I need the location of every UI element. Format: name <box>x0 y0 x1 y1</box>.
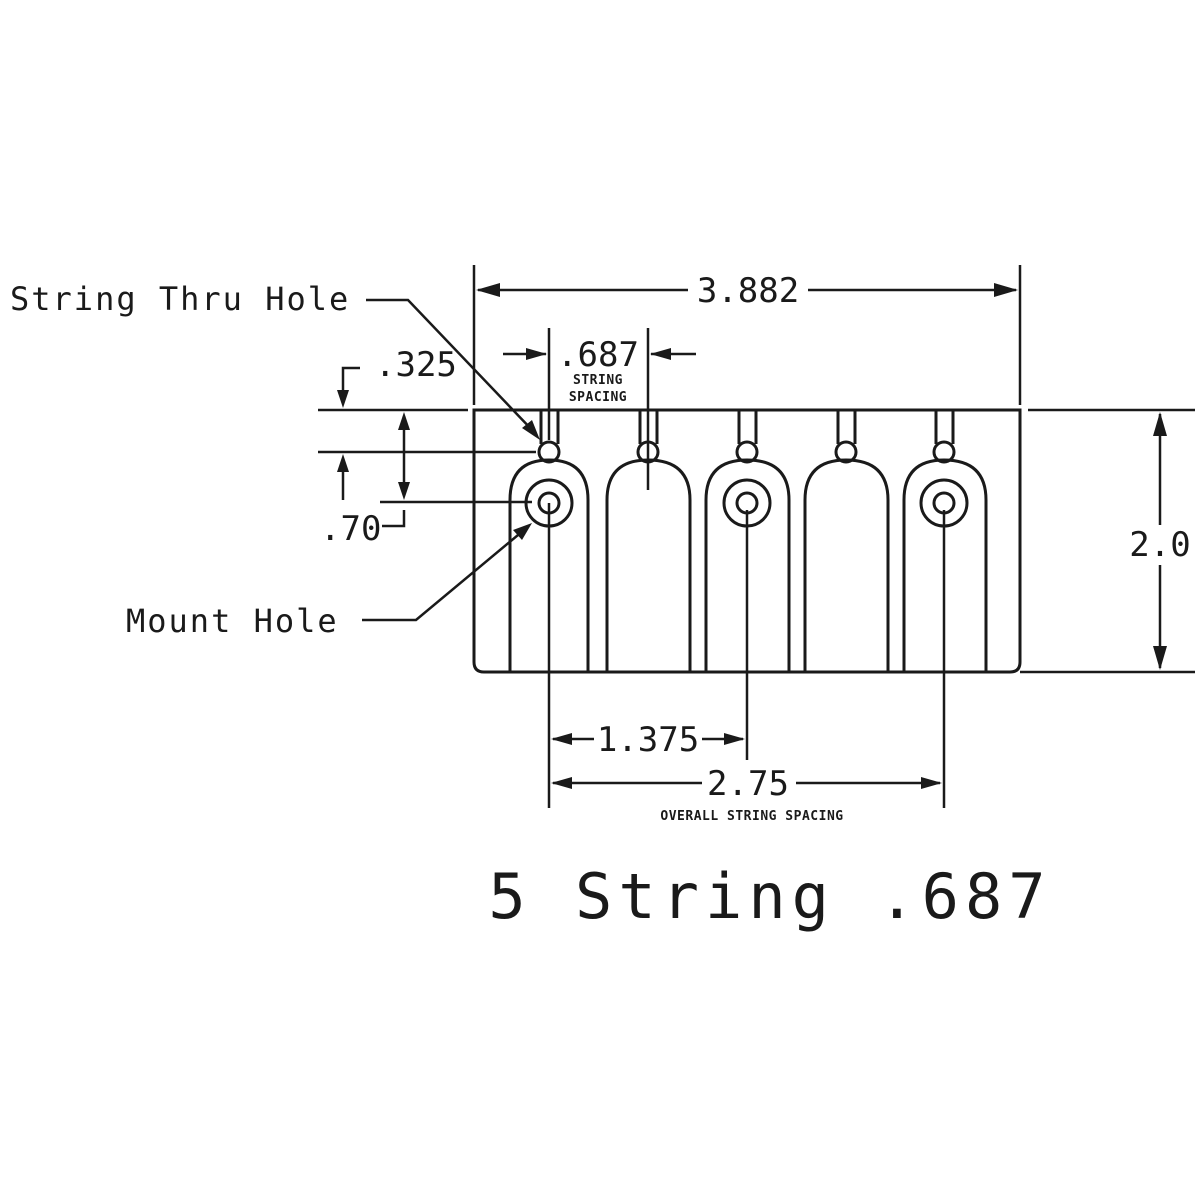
arrow-right-icon <box>994 283 1018 297</box>
dim-mount-hole-offset: .70 <box>320 412 410 549</box>
string-thru-hole-3 <box>735 440 759 464</box>
saddle-slot-4 <box>803 458 890 672</box>
mount-hole-offset-value: .70 <box>320 509 381 549</box>
string-spacing-value: .687 <box>557 335 639 375</box>
bridge-plate-outline <box>472 408 1022 674</box>
arrow-left-icon <box>476 283 500 297</box>
string-thru-hole-4 <box>834 440 858 464</box>
mount-hole-label: Mount Hole <box>126 602 339 640</box>
string-thru-hole-5 <box>932 440 956 464</box>
arrow-icon <box>513 523 532 540</box>
arrow-up-icon <box>1153 412 1167 436</box>
arrow-left-icon <box>551 777 572 789</box>
arrow-icon <box>522 420 540 440</box>
string-thru-hole-1 <box>537 440 561 464</box>
arrow-up-icon <box>398 412 410 430</box>
arrow-right-icon <box>724 733 745 745</box>
thru-slot-5 <box>934 410 955 444</box>
saddle-slot-3 <box>704 458 791 672</box>
thru-slot-3 <box>737 410 758 444</box>
height-value: 2.0 <box>1129 525 1190 565</box>
thru-slot-1 <box>539 410 560 444</box>
arrow-down-icon <box>1153 646 1167 670</box>
arrow-left-icon <box>650 348 671 360</box>
string-spacing-caption-2: SPACING <box>569 390 627 405</box>
leader-string-thru-hole <box>366 298 540 440</box>
arrow-right-icon <box>921 777 942 789</box>
dim-height: 2.0 <box>1129 412 1191 670</box>
drawing-title: 5 String .687 <box>488 860 1051 933</box>
thru-slot-4 <box>836 410 857 444</box>
overall-string-spacing-value: 2.75 <box>707 764 789 804</box>
arrow-down-icon <box>337 390 349 408</box>
mount-spacing-value: 1.375 <box>597 720 699 760</box>
arrow-down-icon <box>398 482 410 500</box>
overall-string-spacing-caption: OVERALL STRING SPACING <box>660 809 843 824</box>
leader-mount-hole <box>362 523 532 622</box>
saddle-slot-1 <box>508 458 590 672</box>
arrow-right-icon <box>526 348 547 360</box>
thru-slot-2 <box>638 410 659 444</box>
dim-string-spacing: .687 STRING SPACING <box>503 328 696 490</box>
dim-mount-spacing: 1.375 <box>551 720 745 760</box>
thru-hole-offset-value: .325 <box>375 345 457 385</box>
saddle-slot-5 <box>902 458 988 672</box>
dim-overall-width: 3.882 <box>472 265 1022 405</box>
arrow-left-icon <box>551 733 572 745</box>
overall-width-value: 3.882 <box>697 271 799 311</box>
string-spacing-caption-1: STRING <box>573 373 623 388</box>
saddle-slot-2 <box>605 458 692 672</box>
dim-thru-hole-offset: .325 <box>337 345 457 500</box>
arrow-up-icon <box>337 454 349 472</box>
dim-overall-string-spacing: 2.75 OVERALL STRING SPACING <box>551 764 942 824</box>
string-thru-hole-label: String Thru Hole <box>10 280 350 318</box>
